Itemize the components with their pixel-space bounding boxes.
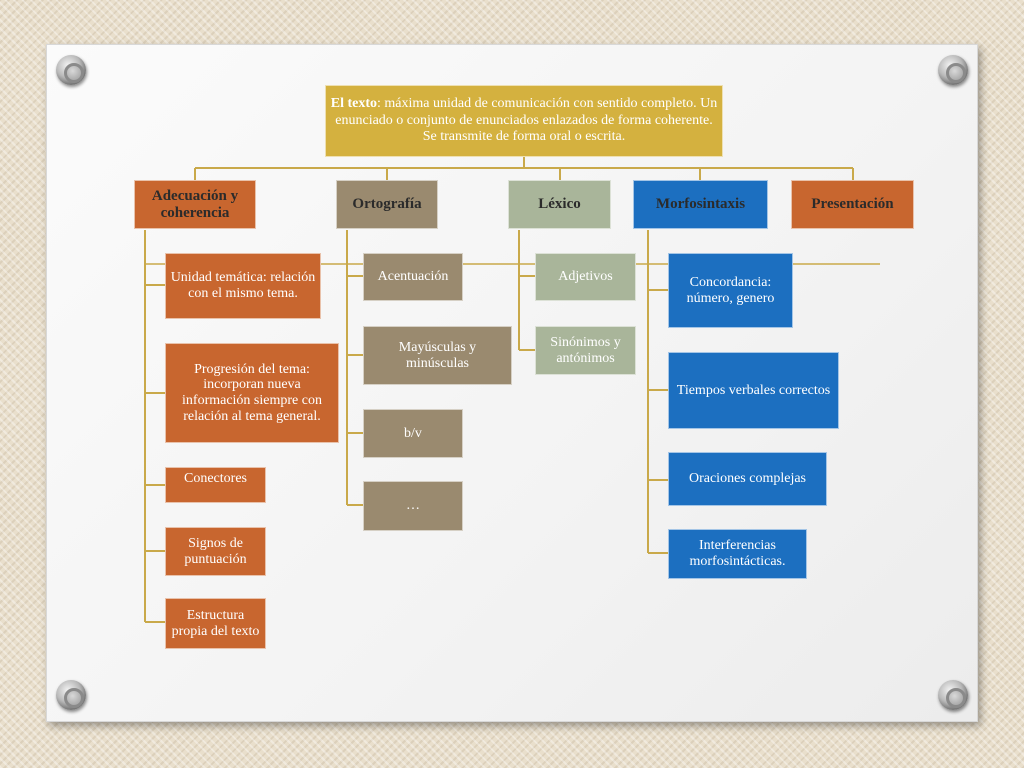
screw-top-left-icon — [56, 55, 86, 85]
ortografia-item: … — [363, 481, 463, 531]
category-ortografia-label: Ortografía — [352, 196, 422, 213]
category-lexico-label: Léxico — [538, 196, 581, 213]
ortografia-item-label: … — [406, 498, 420, 514]
category-presentacion: Presentación — [791, 180, 914, 229]
ortografia-item: b/v — [363, 409, 463, 458]
lexico-item: Sinónimos y antónimos — [535, 326, 636, 375]
category-lexico: Léxico — [508, 180, 611, 229]
ortografia-item: Mayúsculas y minúsculas — [363, 326, 512, 385]
morfosintaxis-item: Concordancia: número, genero — [668, 253, 793, 328]
category-adecuacion: Adecuación y coherencia — [134, 180, 256, 229]
ortografia-item: Acentuación — [363, 253, 463, 301]
adecuacion-item-label: Unidad temática: relación con el mismo t… — [170, 270, 316, 301]
morfosintaxis-item-label: Tiempos verbales correctos — [676, 382, 831, 398]
morfosintaxis-item: Oraciones complejas — [668, 452, 827, 506]
screw-bottom-left-icon — [56, 680, 86, 710]
morfosintaxis-item-label: Interferencias morfosintácticas. — [689, 538, 786, 569]
root-node: El texto: máxima unidad de comunicación … — [325, 85, 723, 157]
morfosintaxis-item-label: Concordancia: número, genero — [686, 274, 775, 306]
category-morfosintaxis-label: Morfosintaxis — [655, 196, 746, 213]
morfosintaxis-item: Interferencias morfosintácticas. — [668, 529, 807, 579]
adecuacion-item-label: Estructura propia del texto — [171, 607, 260, 639]
adecuacion-item: Progresión del tema: incorporan nueva in… — [165, 343, 339, 443]
category-presentacion-label: Presentación — [811, 196, 894, 213]
screw-top-right-icon — [938, 55, 968, 85]
adecuacion-item: Unidad temática: relación con el mismo t… — [165, 253, 321, 319]
screw-bottom-right-icon — [938, 680, 968, 710]
adecuacion-item: Estructura propia del texto — [165, 598, 266, 649]
morfosintaxis-item: Tiempos verbales correctos — [668, 352, 839, 429]
lexico-item-label: Adjetivos — [558, 269, 613, 285]
ortografia-item-label: b/v — [404, 425, 422, 441]
adecuacion-item-label: Progresión del tema: incorporan nueva in… — [182, 361, 322, 424]
ortografia-item-label: Acentuación — [377, 269, 449, 285]
root-text: El texto: máxima unidad de comunicación … — [330, 96, 718, 146]
adecuacion-item-label: Conectores — [184, 471, 247, 486]
adecuacion-item: Conectores — [165, 467, 266, 503]
lexico-item-label: Sinónimos y antónimos — [550, 334, 621, 366]
morfosintaxis-item-label: Oraciones complejas — [688, 471, 806, 487]
adecuacion-item: Signos de puntuación — [165, 527, 266, 576]
ortografia-item-label: Mayúsculas y minúsculas — [398, 339, 477, 371]
root-title: El texto — [330, 95, 378, 111]
category-morfosintaxis: Morfosintaxis — [633, 180, 768, 229]
category-adecuacion-label: Adecuación y coherencia — [151, 187, 239, 221]
root-description: : máxima unidad de comunicación con sent… — [335, 95, 718, 145]
lexico-item: Adjetivos — [535, 253, 636, 301]
category-ortografia: Ortografía — [336, 180, 438, 229]
adecuacion-item-label: Signos de puntuación — [184, 535, 247, 567]
